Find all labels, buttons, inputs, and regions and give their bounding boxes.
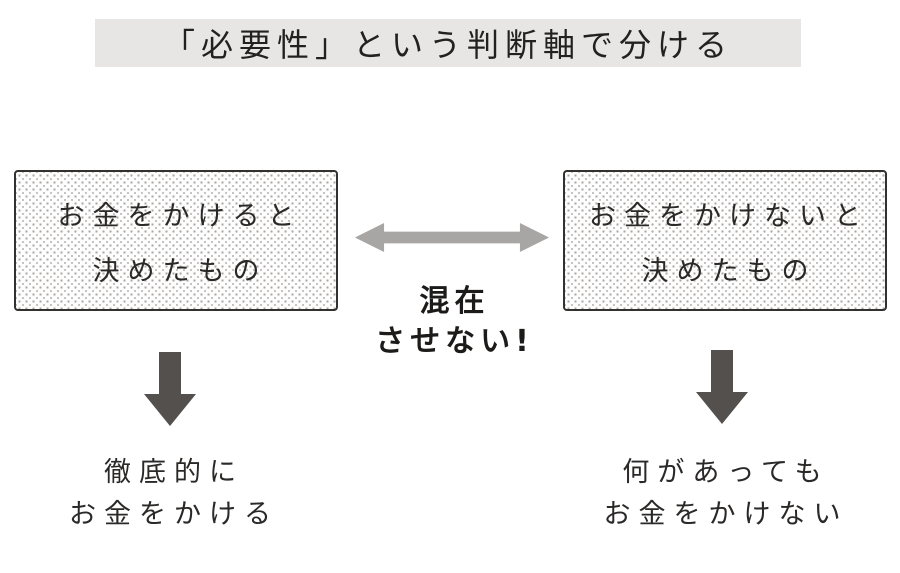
no-spend-result-line1: 何があっても [622, 457, 830, 488]
down-arrow-icon [696, 350, 748, 424]
spend-money-box-line2: 決めたもの [92, 255, 268, 287]
spend-result-line2: お金をかける [69, 499, 279, 530]
down-arrow-icon [144, 352, 196, 426]
no-spend-money-box: お金をかけないと 決めたもの [563, 170, 887, 311]
no-spend-result-label: 何があっても お金をかけない [562, 452, 882, 536]
left-right-arrow-icon [354, 222, 550, 253]
no-mixing-label: 混在 させない! [340, 282, 564, 362]
spend-money-box-line1: お金をかけると [57, 200, 303, 232]
diagram-title: 「必要性」という判断軸で分ける [95, 19, 801, 67]
no-spend-money-box-line1: お金をかけないと [589, 200, 869, 232]
no-mixing-label-line2: させない! [375, 324, 534, 359]
no-mixing-label-line1: 混在 [419, 284, 490, 319]
spend-money-box: お金をかけると 決めたもの [14, 170, 338, 311]
spend-result-line1: 徹底的に [104, 457, 244, 488]
no-spend-result-line2: お金をかけない [603, 499, 849, 530]
no-spend-money-box-line2: 決めたもの [641, 255, 817, 287]
spend-result-label: 徹底的に お金をかける [10, 452, 330, 536]
